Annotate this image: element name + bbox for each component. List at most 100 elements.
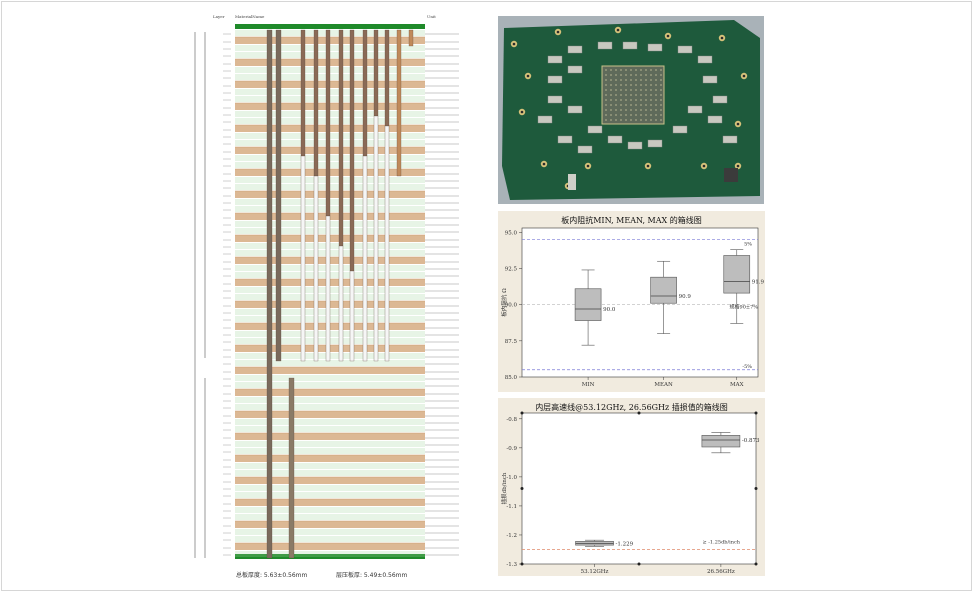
pcb-component (547, 95, 563, 104)
pcb-component (647, 43, 663, 52)
stackup-via (349, 29, 355, 272)
bga-ball (660, 104, 662, 106)
stackup-via (338, 245, 344, 362)
stackup-via (325, 29, 331, 217)
pcb-connector (568, 174, 576, 190)
bga-ball (645, 84, 647, 86)
pcb-hole-center (512, 42, 516, 46)
bga-ball (650, 119, 652, 121)
bga-ball (655, 94, 657, 96)
bga-ball (630, 104, 632, 106)
pcb-component (567, 45, 583, 54)
bga-ball (610, 69, 612, 71)
bga-ball (650, 109, 652, 111)
bga-ball (640, 69, 642, 71)
bga-ball (630, 74, 632, 76)
y-tick-label: 92.5 (505, 267, 518, 273)
pcb-hole-center (742, 74, 746, 78)
bga-ball (650, 99, 652, 101)
bga-ball (645, 99, 647, 101)
bga-ball (655, 99, 657, 101)
bga-chip (601, 65, 665, 125)
stackup-via (338, 29, 344, 247)
stackup-via (313, 29, 319, 177)
stackup-via (266, 29, 273, 559)
bga-ball (615, 84, 617, 86)
plot-corner-dot (637, 411, 641, 415)
bga-ball (630, 99, 632, 101)
bga-ball (635, 84, 637, 86)
bga-ball (645, 69, 647, 71)
bga-ball (630, 119, 632, 121)
bga-ball (655, 104, 657, 106)
stackup-via (362, 29, 368, 157)
bga-ball (635, 94, 637, 96)
stackup-via (362, 155, 368, 362)
bga-ball (630, 94, 632, 96)
stackup-core-layer (235, 499, 425, 506)
bga-ball (605, 69, 607, 71)
bga-ball (615, 79, 617, 81)
bga-ball (655, 114, 657, 116)
stackup-core-layer (235, 543, 425, 550)
plot-corner-dot (754, 562, 758, 566)
x-tick-label: 26.56GHz (707, 569, 735, 575)
bga-ball (605, 84, 607, 86)
pcb-component (647, 139, 663, 148)
bga-ball (605, 119, 607, 121)
pcb-component (607, 135, 623, 144)
bga-ball (620, 89, 622, 91)
bga-ball (615, 119, 617, 121)
x-tick-label: MEAN (654, 382, 673, 388)
pcb-hole-center (520, 110, 524, 114)
stackup-header-material: MaterialName (235, 14, 265, 19)
pcb-component (707, 115, 723, 124)
bga-ball (645, 109, 647, 111)
chart1-title: 板内阻抗MIN, MEAN, MAX 的箱线图 (561, 216, 702, 225)
pcb-small-chip (724, 168, 738, 182)
plot-corner-dot (637, 562, 641, 566)
box-data-label: -1.229 (616, 541, 634, 547)
box-iqr (650, 276, 677, 304)
stackup-core-layer (235, 477, 425, 484)
bga-ball (605, 94, 607, 96)
bga-ball (650, 89, 652, 91)
bga-ball (630, 84, 632, 86)
pcb-component (597, 41, 613, 50)
bga-ball (610, 84, 612, 86)
bga-ball (610, 79, 612, 81)
bga-ball (650, 74, 652, 76)
pcb-component (677, 45, 693, 54)
bga-ball (610, 89, 612, 91)
bga-ball (645, 104, 647, 106)
bga-ball (620, 104, 622, 106)
bga-ball (660, 94, 662, 96)
bga-ball (610, 74, 612, 76)
bga-ball (615, 109, 617, 111)
bga-ball (635, 109, 637, 111)
stackup-via (288, 377, 295, 559)
plot-corner-dot (520, 562, 524, 566)
bga-ball (635, 79, 637, 81)
pcb-component (672, 125, 688, 134)
bga-ball (625, 99, 627, 101)
y-tick-label: 95.0 (505, 230, 518, 236)
bga-ball (650, 94, 652, 96)
bga-ball (635, 114, 637, 116)
bga-ball (635, 119, 637, 121)
bga-ball (625, 109, 627, 111)
bga-ball (620, 84, 622, 86)
pcb-component (627, 141, 643, 150)
stackup-via (300, 155, 306, 362)
bga-ball (625, 74, 627, 76)
reference-line-label: 5% (744, 242, 752, 248)
x-tick-label: MAX (730, 382, 744, 388)
bga-ball (615, 89, 617, 91)
box-data-label: -0.873 (742, 438, 760, 444)
box-iqr (701, 435, 741, 448)
bga-ball (625, 114, 627, 116)
